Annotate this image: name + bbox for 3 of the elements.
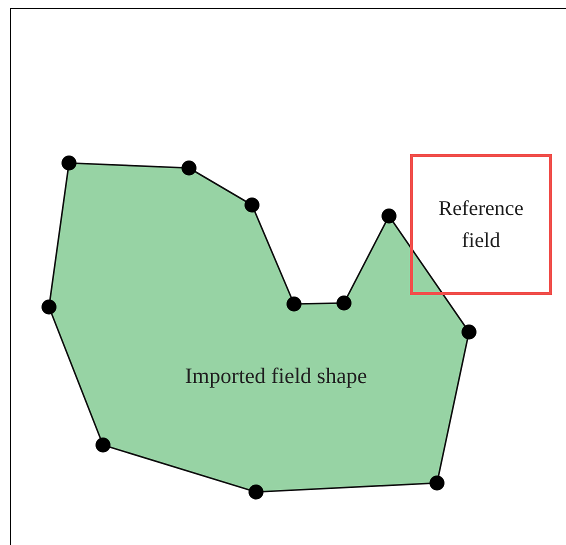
box-label: Reference field (437, 195, 525, 254)
reference-box (410, 154, 552, 295)
shape-label: Imported field shape (184, 363, 368, 389)
